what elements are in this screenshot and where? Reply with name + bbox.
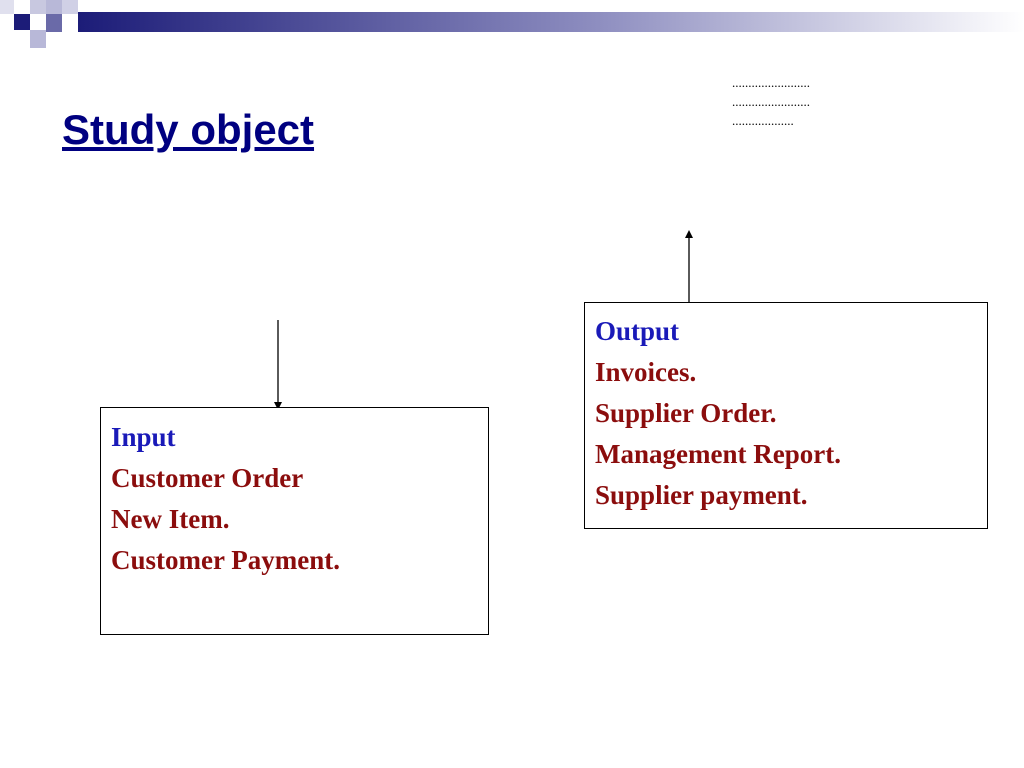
input-box: Input Customer Order New Item. Customer …: [100, 407, 489, 635]
output-heading: Output: [595, 316, 680, 346]
banner-square: [46, 0, 62, 14]
input-heading: Input: [111, 422, 176, 452]
banner-square: [30, 0, 46, 14]
dotted-lines: ........................ ...............…: [732, 73, 810, 130]
output-item: Supplier payment.: [595, 480, 808, 510]
banner-square: [62, 0, 78, 14]
banner-square: [46, 14, 62, 32]
decorative-banner: [0, 0, 1024, 48]
dotted-line: ........................: [732, 94, 810, 109]
output-arrowhead: [685, 230, 693, 238]
output-item: Invoices.: [595, 357, 697, 387]
banner-square: [14, 14, 30, 30]
input-item: New Item.: [111, 504, 230, 534]
banner-square: [30, 30, 46, 48]
banner-square: [0, 0, 14, 14]
output-box: Output Invoices. Supplier Order. Managem…: [584, 302, 988, 529]
dotted-line: ........................: [732, 75, 810, 90]
slide-title: Study object: [62, 106, 315, 153]
dotted-line: ...................: [732, 113, 794, 128]
banner-gradient-bar: [78, 12, 1024, 32]
input-item: Customer Order: [111, 463, 304, 493]
input-item: Customer Payment.: [111, 545, 340, 575]
output-item: Supplier Order.: [595, 398, 777, 428]
output-item: Management Report.: [595, 439, 841, 469]
